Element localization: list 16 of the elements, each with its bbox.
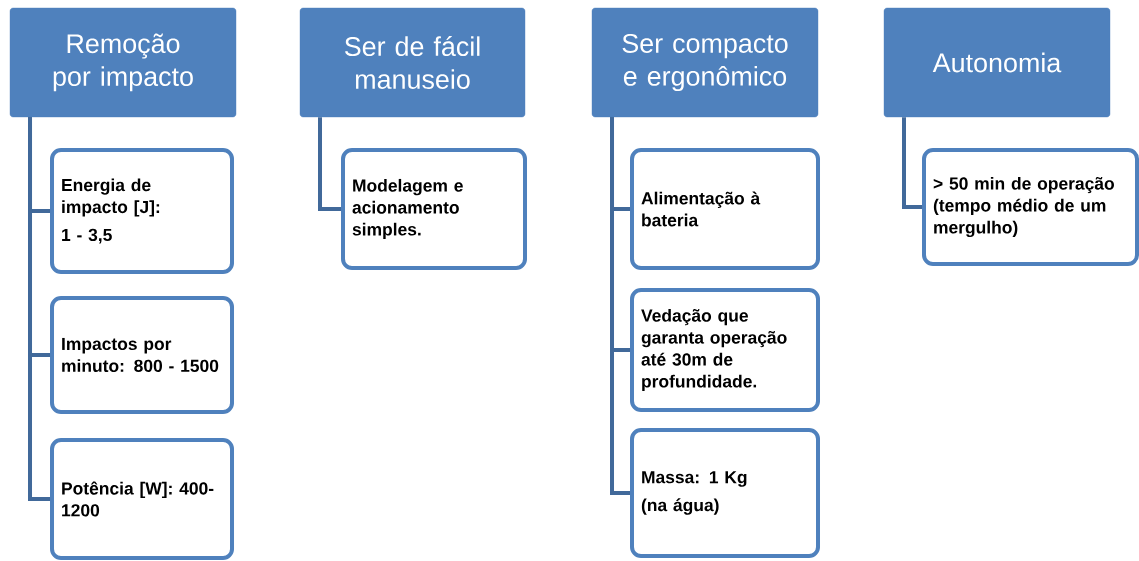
item-box: Vedação que garanta operação até 30m de profundidade. bbox=[630, 288, 820, 412]
item-box: Potência [W]: 400-1200 bbox=[50, 438, 234, 560]
heading-box: Autonomia bbox=[883, 7, 1111, 118]
item-box: Energia de impacto [J]: 1 - 3,5 bbox=[50, 148, 234, 274]
connector bbox=[902, 117, 922, 209]
heading-box: Remoção por impacto bbox=[9, 7, 237, 118]
heading-box: Ser compacto e ergonômico bbox=[591, 7, 819, 118]
connector bbox=[318, 117, 341, 211]
item-box: Impactos por minuto: 800 - 1500 bbox=[50, 296, 234, 414]
item-box: > 50 min de operação (tempo médio de um mergulho) bbox=[922, 148, 1139, 266]
heading-box: Ser de fácil manuseio bbox=[299, 7, 526, 118]
connector bbox=[610, 117, 630, 495]
connector bbox=[28, 117, 50, 501]
item-box: Alimentação à bateria bbox=[630, 148, 820, 270]
item-box: Modelagem e acionamento simples. bbox=[341, 148, 527, 270]
item-box: Massa: 1 Kg (na água) bbox=[630, 428, 820, 558]
